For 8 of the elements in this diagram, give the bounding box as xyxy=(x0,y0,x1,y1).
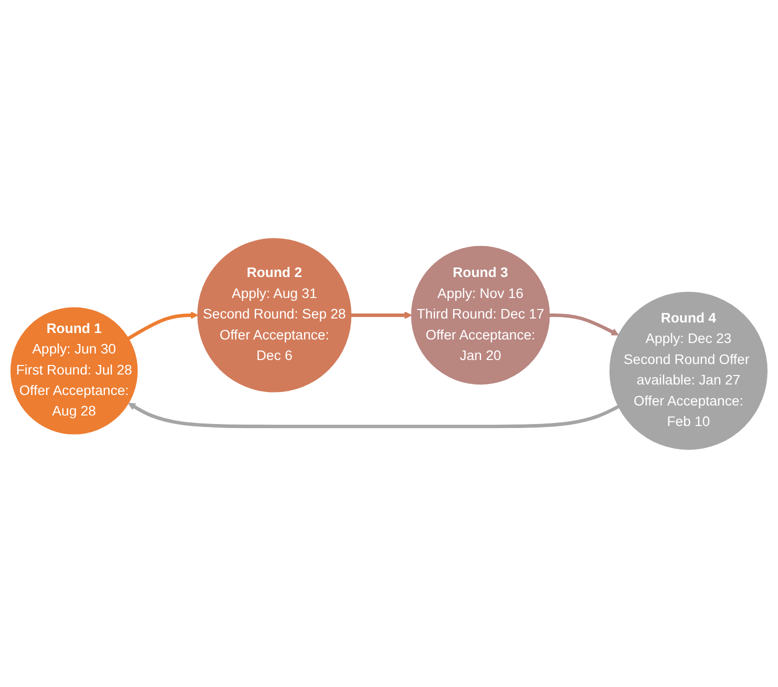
round-circle: Round 2 Apply: Aug 31 Second Round: Sep 28 Offer Acceptance: Dec 6 xyxy=(197,238,352,392)
arrow xyxy=(128,402,620,428)
arrow xyxy=(351,310,412,319)
arrow xyxy=(549,313,619,335)
round-circle: Round 4 Apply: Dec 23 Second Round Offer available: Jan 27 Offer Acceptance: Feb 10 xyxy=(609,291,768,450)
round-circle: Round 1 Apply: Jun 30 First Round: Jul 28 Offer Acceptance: Aug 28 xyxy=(10,306,138,434)
arrow xyxy=(128,310,198,340)
round-circle: Round 3 Apply: Nov 16 Third Round: Dec 17 Offer Acceptance: Jan 20 xyxy=(411,245,550,384)
